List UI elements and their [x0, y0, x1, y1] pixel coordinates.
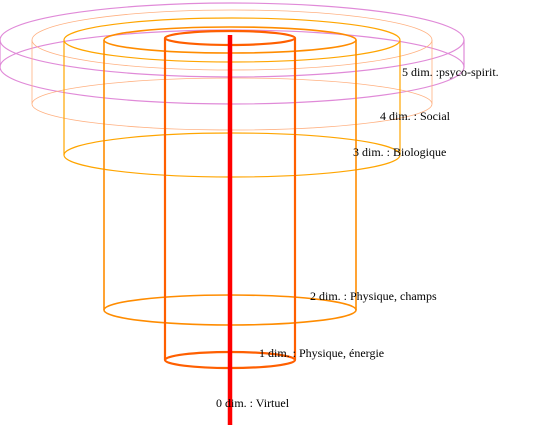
level-labels: 5 dim. :psyco-spirit. 4 dim. : Social 3 … [216, 65, 499, 410]
label-level-0: 0 dim. : Virtuel [216, 396, 290, 410]
label-level-5: 5 dim. :psyco-spirit. [402, 65, 499, 79]
label-level-1: 1 dim. : Physique, énergie [259, 346, 384, 360]
label-level-3: 3 dim. : Biologique [353, 145, 446, 159]
label-level-2: 2 dim. : Physique, champs [310, 289, 437, 303]
label-level-4: 4 dim. : Social [380, 109, 451, 123]
